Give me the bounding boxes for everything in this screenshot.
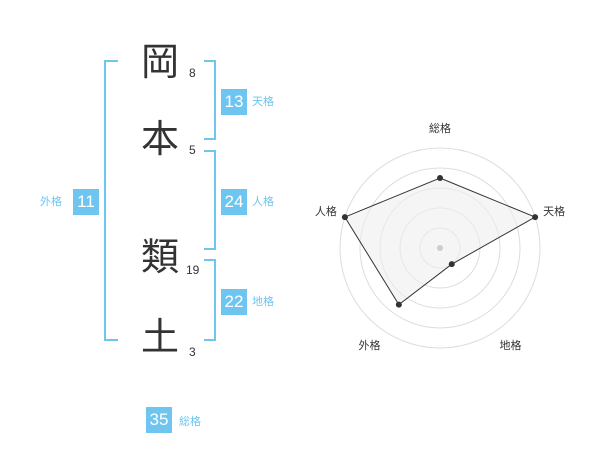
tenkaku-bracket: [204, 60, 216, 140]
soukaku-label: 総格: [179, 415, 201, 428]
stroke-count-3: 19: [186, 263, 200, 277]
radar-point: [395, 301, 402, 308]
chikaku-label: 地格: [252, 295, 274, 308]
radar-center: [437, 245, 443, 251]
gaikaku-bracket: [104, 60, 118, 341]
radar-ring: [339, 147, 541, 349]
jinkaku-label: 人格: [252, 195, 274, 208]
radar-axis-label: 地格: [500, 338, 522, 352]
radar-axis-label: 外格: [358, 338, 380, 352]
radar-axis-label: 人格: [315, 204, 337, 218]
gaikaku-value: 11: [73, 189, 99, 215]
tenkaku-value: 13: [221, 89, 247, 115]
name-char-3: 類: [140, 235, 179, 279]
radar-axis-label: 総格: [429, 121, 451, 135]
radar-point: [341, 214, 348, 221]
stroke-count-1: 8: [189, 66, 196, 80]
jinkaku-value: 24: [221, 189, 247, 215]
radar-axis-label: 天格: [543, 204, 565, 218]
soukaku-value: 35: [146, 407, 172, 433]
gaikaku-label: 外格: [40, 195, 62, 208]
chikaku-bracket: [204, 259, 216, 341]
stroke-count-2: 5: [189, 143, 196, 157]
chikaku-value: 22: [221, 289, 247, 315]
stroke-count-4: 3: [189, 345, 196, 359]
radar-point: [448, 261, 455, 268]
name-char-1: 岡: [140, 40, 179, 84]
name-char-2: 本: [140, 117, 179, 161]
radar-ring: [359, 167, 521, 329]
name-char-4: 土: [140, 315, 179, 359]
radar-point: [437, 175, 443, 181]
jinkaku-bracket: [204, 150, 216, 250]
tenkaku-label: 天格: [252, 95, 274, 108]
radar-area: [344, 177, 537, 306]
radar-point: [532, 214, 539, 221]
